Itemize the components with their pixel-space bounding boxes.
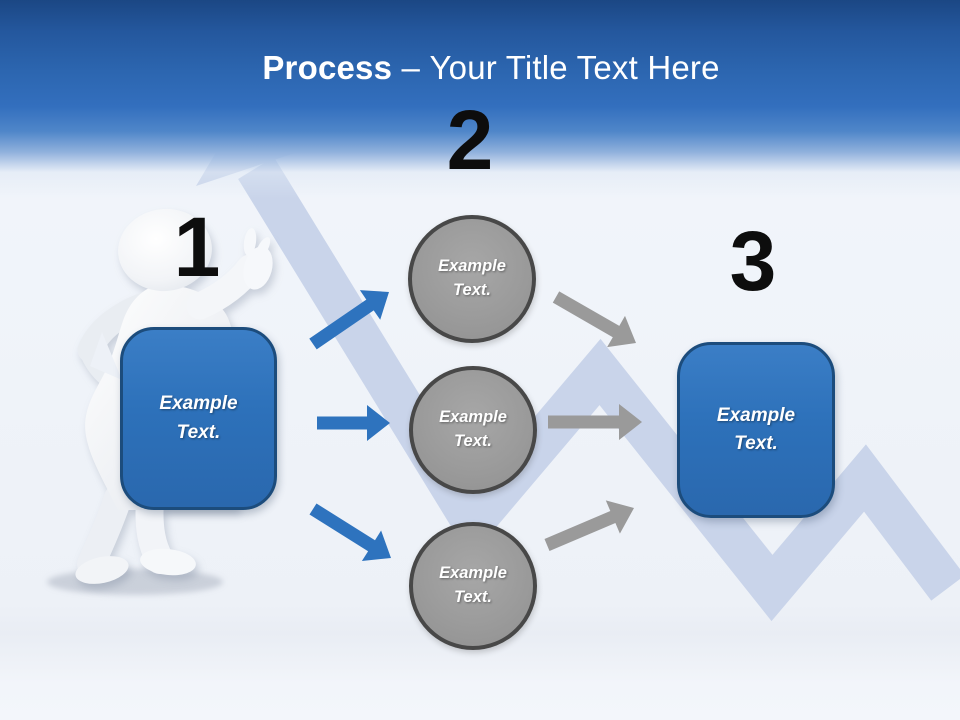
connector-arrow-gray-2 <box>548 404 642 440</box>
step-number-1: 1 <box>173 200 221 294</box>
title-dash: – <box>401 49 421 86</box>
step-number-3: 3 <box>729 214 777 308</box>
slide-title: Process – Your Title Text Here <box>0 0 960 86</box>
step-box-1: Example Text. <box>120 327 277 510</box>
person-left-foot <box>75 556 129 584</box>
step-circle-2: Example Text. <box>409 366 537 494</box>
connector-arrow-blue-3 <box>309 503 391 561</box>
person-finger <box>243 228 257 256</box>
connector-arrow-gray-3 <box>544 500 634 551</box>
step-circle-2-label: Example Text. <box>439 408 507 450</box>
step-box-1-label: Example Text. <box>159 393 238 443</box>
connector-arrow-gray-1 <box>552 291 636 348</box>
step-number-2: 2 <box>446 93 494 187</box>
person-right-foot <box>140 548 196 576</box>
person-left-leg <box>77 484 132 578</box>
step-box-3: Example Text. <box>677 342 835 518</box>
step-circle-1-label: Example Text. <box>438 257 506 299</box>
step-circle-3-label: Example Text. <box>439 564 507 606</box>
trend-arrow-line <box>238 157 960 622</box>
step-circle-3: Example Text. <box>409 522 537 650</box>
connector-arrow-blue-2 <box>317 405 390 441</box>
person-hand <box>243 246 273 290</box>
person-finger-2 <box>255 237 271 259</box>
title-emphasis: Process <box>262 49 393 86</box>
title-text: Your Title Text Here <box>429 49 720 86</box>
connector-arrow-blue-1 <box>309 290 389 350</box>
person-arm-gap <box>90 332 122 380</box>
step-box-3-label: Example Text. <box>716 404 796 455</box>
step-circle-1: Example Text. <box>408 215 536 343</box>
person-floor-shadow <box>47 569 223 595</box>
